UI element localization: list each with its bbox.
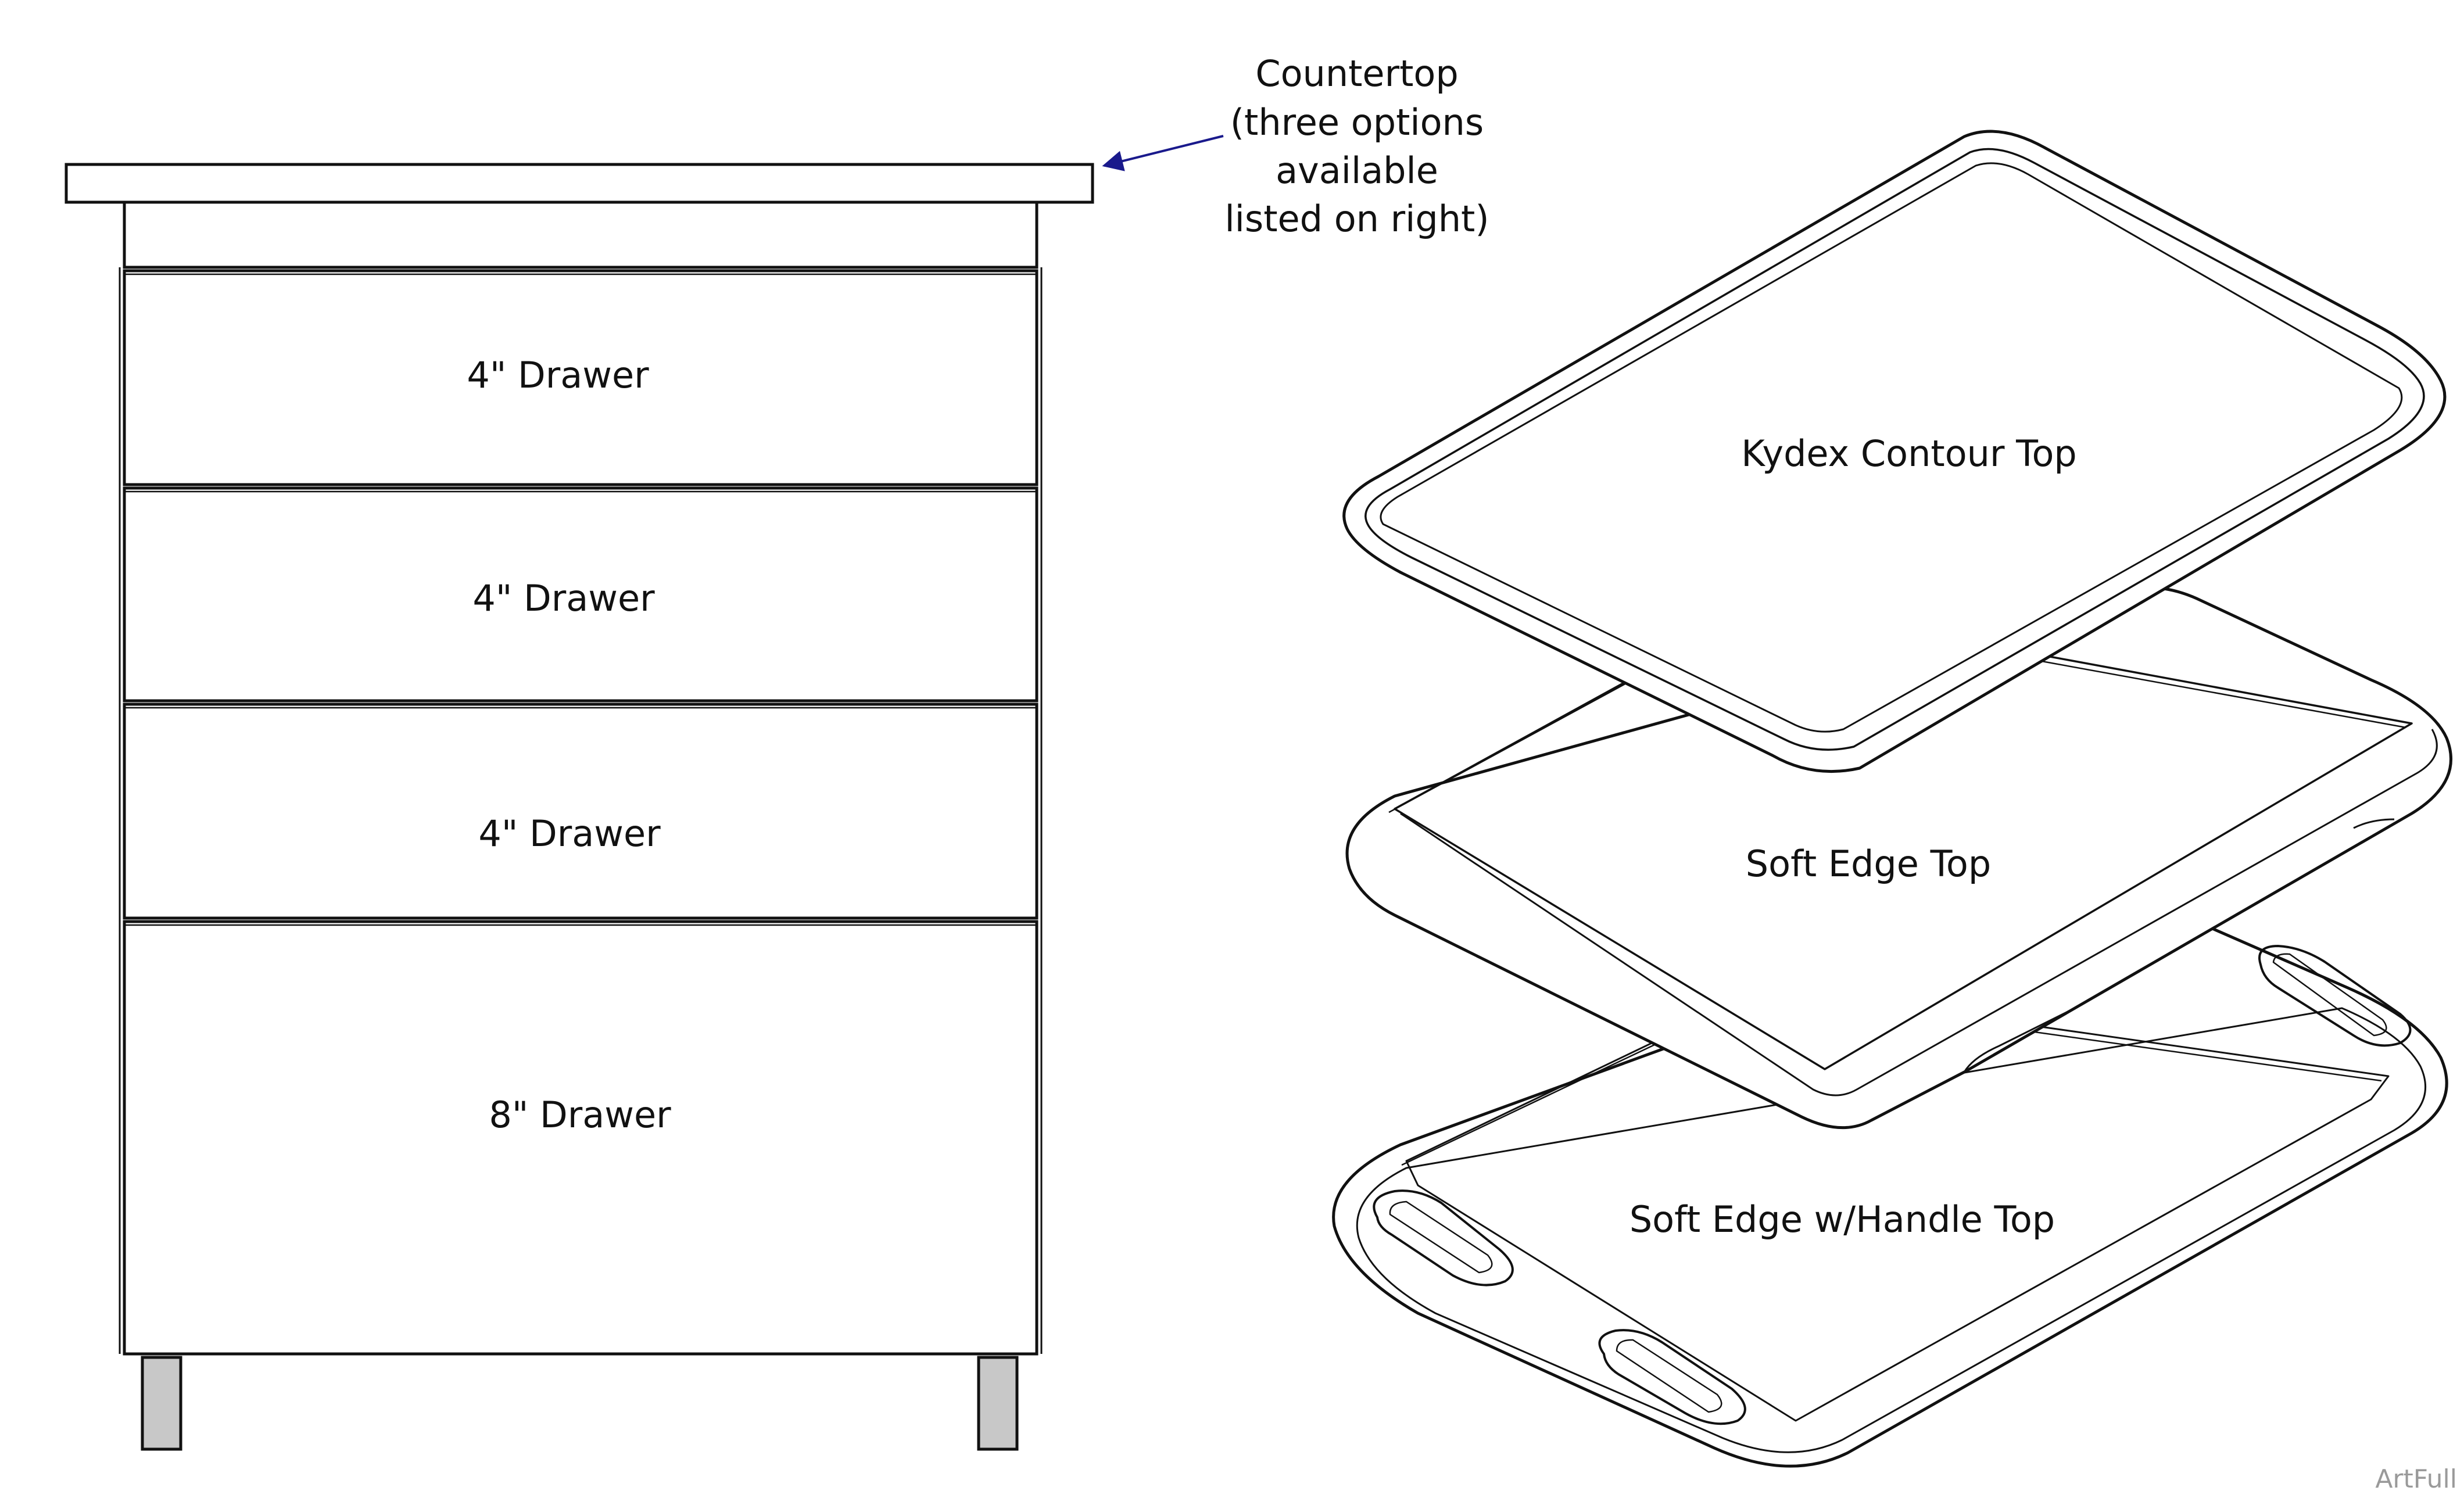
handle-cutout-bottom [1598, 1329, 1746, 1425]
drawer-label-3: 4" Drawer [478, 812, 661, 855]
leg-right [977, 1356, 1019, 1451]
drawer-front-3 [123, 703, 1038, 920]
drawer-front-2 [123, 486, 1038, 703]
countertop-slab [65, 163, 1094, 204]
kydex-contour-top [1342, 130, 2447, 773]
handle-cutout-left [1373, 1189, 1514, 1286]
watermark: ArtFull [2375, 1464, 2457, 1494]
drawer-label-1: 4" Drawer [467, 354, 649, 396]
callout-line-2: (three options [1230, 101, 1484, 144]
drawer-label-4: 8" Drawer [489, 1094, 671, 1136]
drawer-front-1 [123, 269, 1038, 486]
cabinet [65, 163, 1094, 1451]
top-label-soft-edge: Soft Edge Top [1746, 843, 1991, 885]
countertop-callout: Countertop (three options available list… [1102, 52, 1489, 240]
callout-arrow [1102, 135, 1224, 171]
handle-cutout-right [2258, 945, 2412, 1047]
callout-line-4: listed on right) [1224, 198, 1489, 240]
leg-left [141, 1356, 182, 1451]
callout-line-1: Countertop [1255, 52, 1458, 95]
drawer-front-4 [123, 920, 1038, 1356]
callout-line-3: available [1276, 149, 1438, 192]
top-label-kydex: Kydex Contour Top [1741, 432, 2077, 475]
top-label-soft-edge-handle: Soft Edge w/Handle Top [1629, 1198, 2055, 1241]
drawer-label-2: 4" Drawer [472, 577, 655, 619]
cabinet-apron [123, 200, 1038, 269]
